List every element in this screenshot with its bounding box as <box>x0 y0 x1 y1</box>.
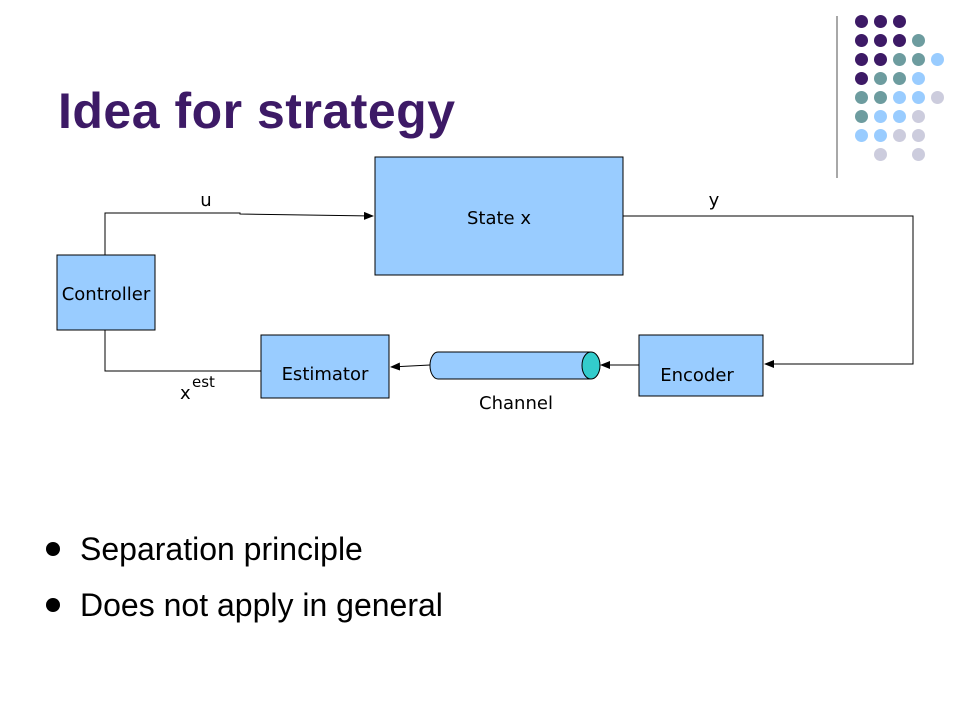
u-label: u <box>200 190 211 211</box>
estimator-block-label: Estimator <box>282 364 369 385</box>
decor-dot <box>912 110 925 123</box>
decor-dot <box>893 72 906 85</box>
y-label: y <box>709 190 720 211</box>
decor-dot <box>874 72 887 85</box>
decor-dot <box>855 91 868 104</box>
slide-title: Idea for strategy <box>58 83 456 139</box>
decor-dot <box>931 91 944 104</box>
bullet-dot-icon <box>46 598 60 612</box>
decor-dot <box>912 72 925 85</box>
bullet-text: Does not apply in general <box>80 587 443 623</box>
controller-block <box>56 254 156 331</box>
decor-dot <box>893 53 906 66</box>
bullet-item: Separation principle <box>46 528 443 584</box>
bullet-text: Separation principle <box>80 531 363 567</box>
decor-dot <box>855 72 868 85</box>
decor-dot <box>874 15 887 28</box>
encoder-block <box>638 334 764 397</box>
decorative-divider <box>836 16 838 178</box>
channel-cylinder-end <box>581 351 601 380</box>
state-block <box>374 156 624 276</box>
estimator-block <box>260 334 390 399</box>
channel-to-estimator-line <box>390 362 431 371</box>
decor-dot <box>912 148 925 161</box>
decor-dot <box>931 53 944 66</box>
controller-block-label: Controller <box>62 284 151 305</box>
decor-dot <box>874 34 887 47</box>
decorative-dot-grid <box>0 0 960 200</box>
decor-dot <box>893 34 906 47</box>
decor-dot <box>912 91 925 104</box>
bullet-item: Does not apply in general <box>46 584 443 640</box>
u-signal-line <box>104 211 374 255</box>
decor-dot <box>855 34 868 47</box>
decor-dot <box>912 34 925 47</box>
encoder-block-label: Encoder <box>660 365 734 386</box>
y-signal-line <box>623 215 914 368</box>
decor-dot <box>874 91 887 104</box>
xest-signal-line <box>104 330 261 372</box>
decor-dot <box>855 15 868 28</box>
decor-dot <box>893 129 906 142</box>
x-est-label-superscript: est <box>192 373 215 391</box>
decor-dot <box>893 110 906 123</box>
decor-dot <box>855 110 868 123</box>
bullet-list: Separation principle Does not apply in g… <box>46 528 443 640</box>
decor-dot <box>855 53 868 66</box>
x-est-label-base: x <box>180 383 191 404</box>
channel-cylinder <box>429 351 592 380</box>
state-block-label: State x <box>467 208 531 229</box>
decor-dot <box>893 15 906 28</box>
decor-dot <box>874 53 887 66</box>
decor-dot <box>874 110 887 123</box>
channel-label: Channel <box>479 393 553 414</box>
decor-dot <box>855 129 868 142</box>
decor-dot <box>912 129 925 142</box>
decor-dot <box>893 91 906 104</box>
bullet-dot-icon <box>46 542 60 556</box>
decor-dot <box>912 53 925 66</box>
decor-dot <box>874 148 887 161</box>
decor-dot <box>874 129 887 142</box>
